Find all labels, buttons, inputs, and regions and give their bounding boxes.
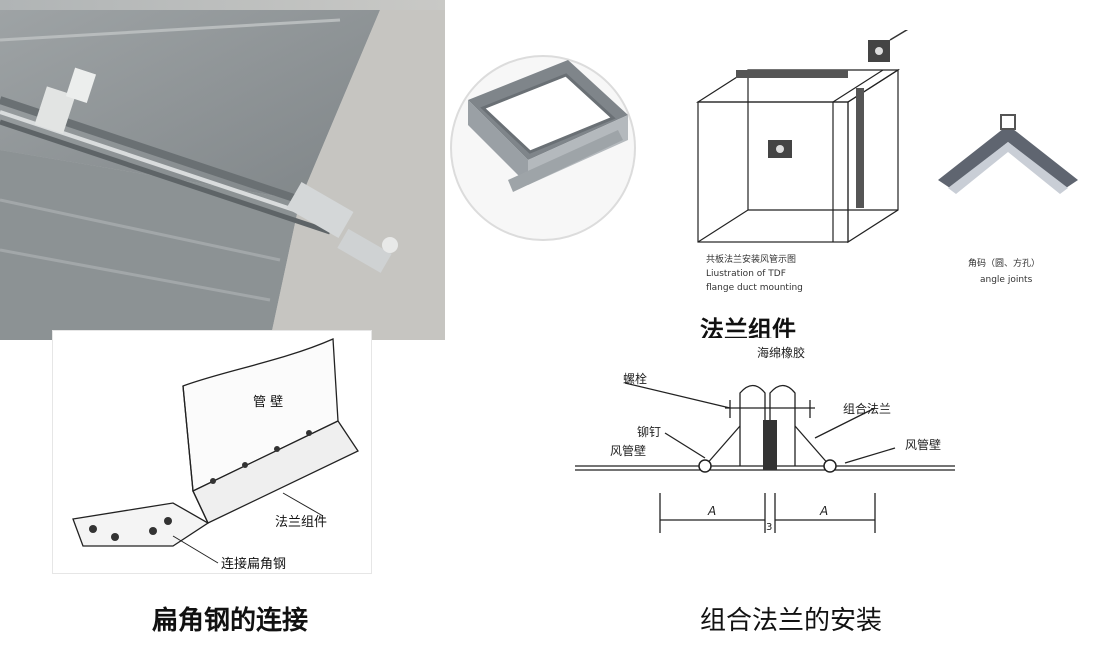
tdf-caption-en-1: Liustration of TDF [706,269,786,279]
connect-flatbar-label: 连接扁角钢 [221,557,287,572]
photo-illustration [0,0,445,340]
tdf-caption-cn: 共板法兰安装风管示图 [706,255,797,265]
flange-assembly-label: 法兰组件 [275,515,328,530]
pipe-wall-label: 管 壁 [253,395,284,410]
angle-caption-en: angle joints [980,275,1033,285]
flange-install-drawing: 海绵橡胶 螺栓 组合法兰 铆钉 风管壁 风管壁 A A 3 [565,338,965,578]
duct-flange-photo [0,0,445,340]
rivet-label: 铆钉 [637,425,662,439]
flatbar-connection-drawing: 管 壁 法兰组件 连接扁角钢 [52,330,372,574]
dim-a-left: A [708,504,717,518]
flatbar-caption: 扁角钢的连接 [152,606,309,636]
dim-a-right: A [820,504,829,518]
tdf-flange-panel: 共板法兰安装风管示图 Liustration of TDF flange duc… [448,27,1100,330]
angle-caption-cn: 角码（圆、方孔） [968,259,1041,269]
duct-wall-left-label: 风管壁 [610,444,647,458]
sponge-rubber-label: 海绵橡胶 [757,346,806,360]
tdf-caption-en-2: flange duct mounting [706,283,803,293]
duct-wall-right-label: 风管壁 [905,438,942,452]
install-caption: 组合法兰的安装 [700,606,883,636]
combo-flange-label: 组合法兰 [843,402,892,416]
flatbar-illustration [72,338,359,564]
dim-gap: 3 [766,522,773,533]
bolt-label: 螺栓 [623,372,648,386]
tdf-illustration [450,27,1078,244]
install-illustration [575,382,955,533]
